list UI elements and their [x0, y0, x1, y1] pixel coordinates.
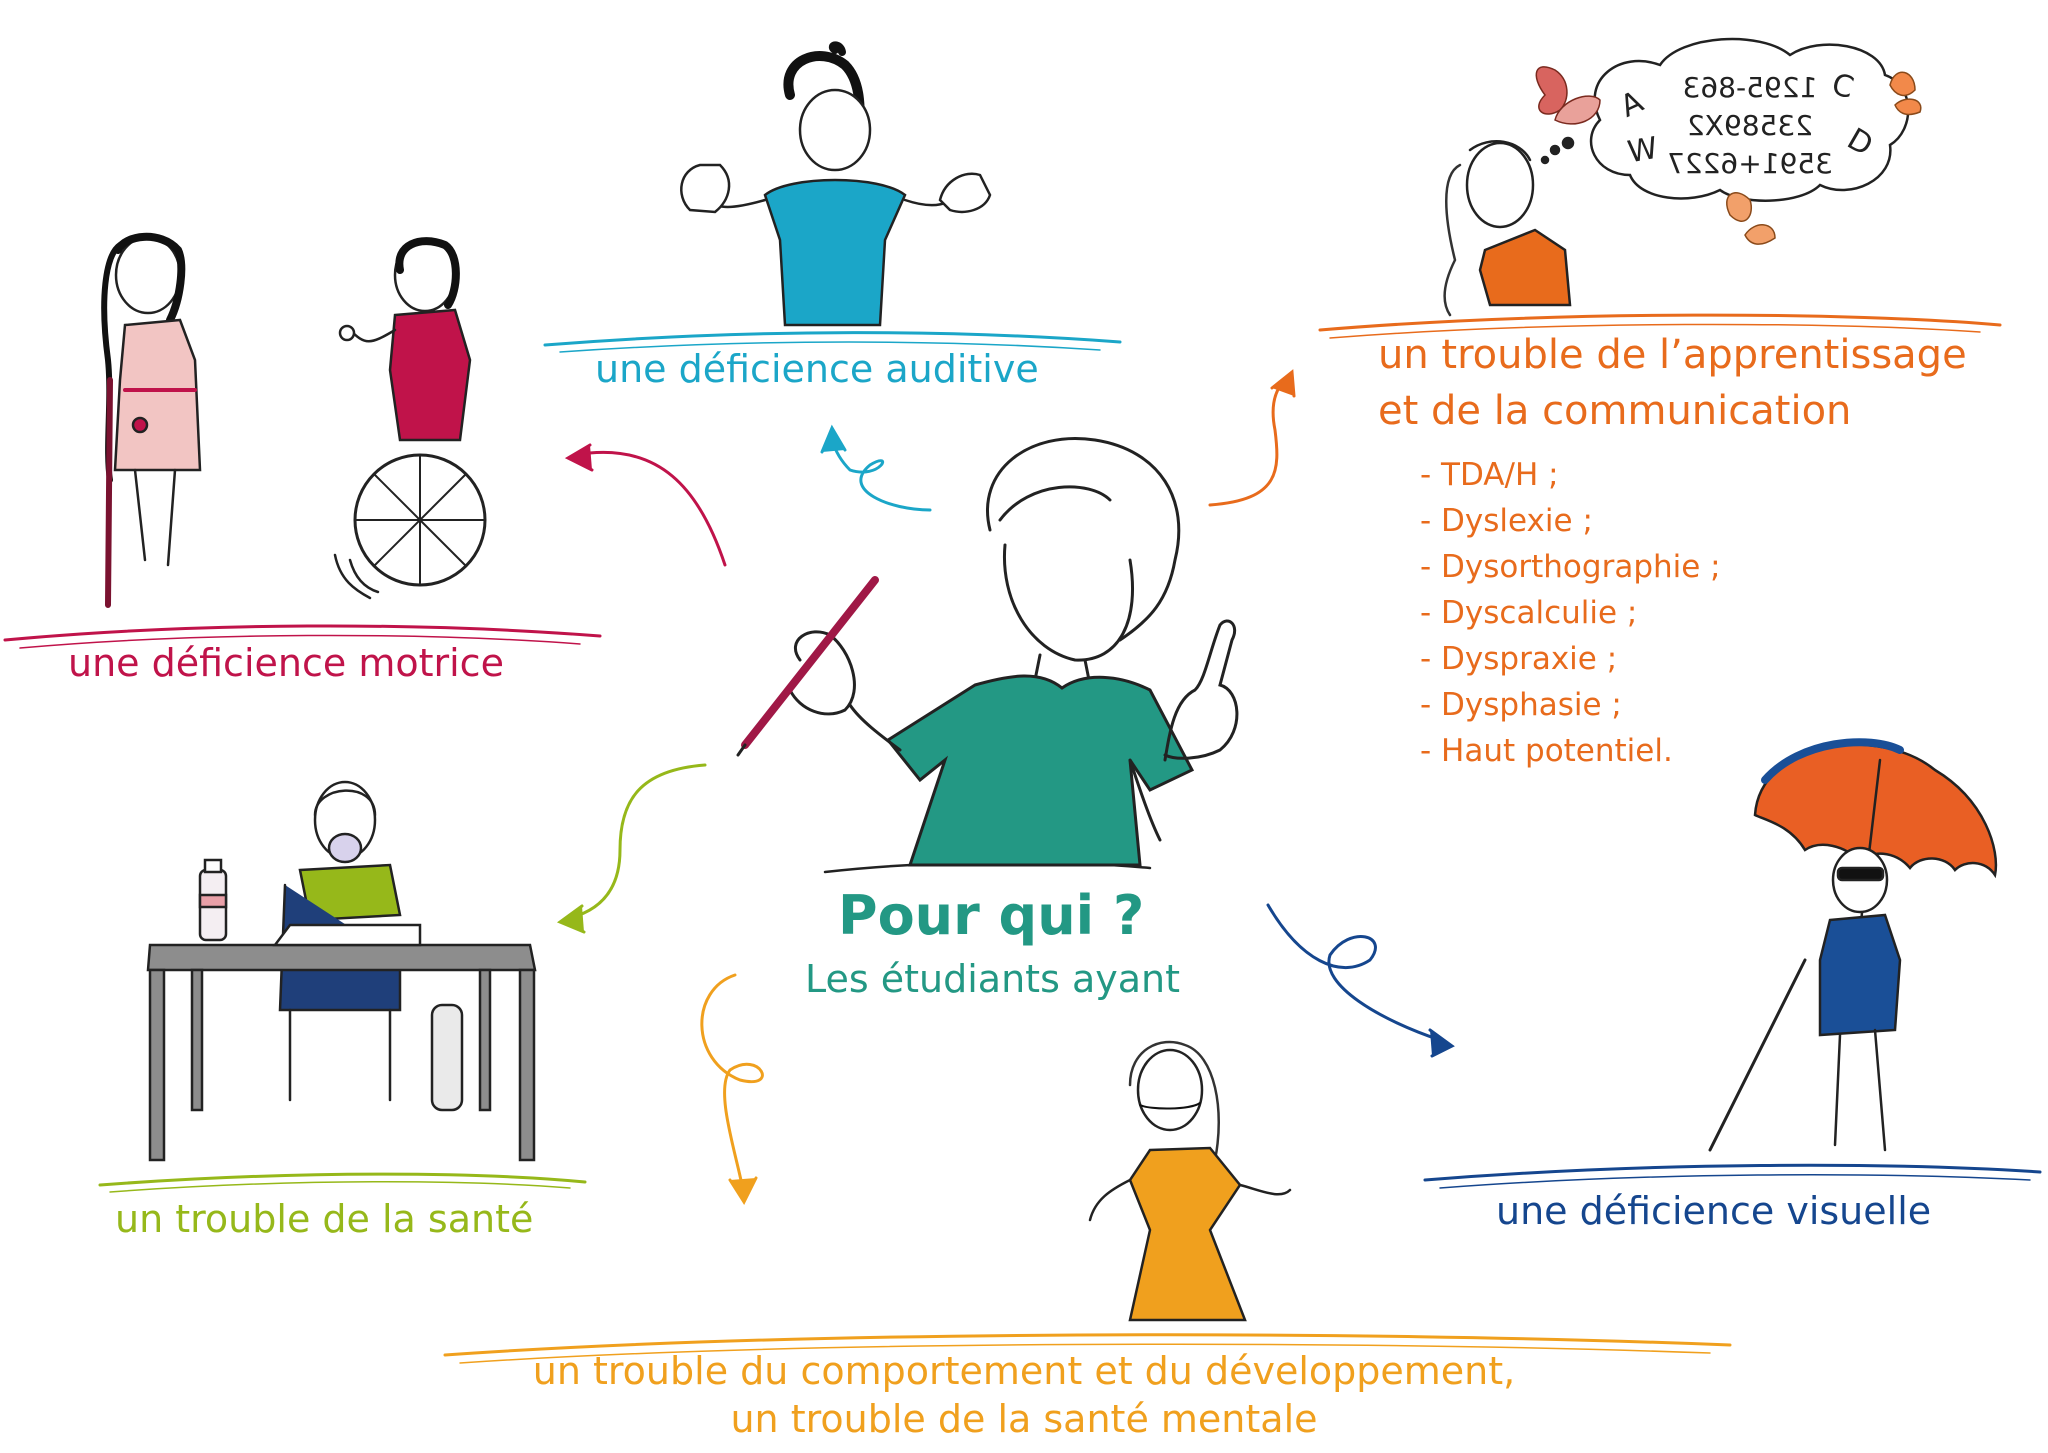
visuelle-illustration: [1708, 738, 1998, 1152]
auditive-illustration: [680, 41, 992, 327]
list-item: Dyslexie ;: [1420, 498, 1721, 544]
arrow-apprentissage: [1208, 378, 1287, 507]
bubble-line-1: 1295-863: [1682, 71, 1818, 104]
underline-sante: [98, 1172, 587, 1187]
underline-visuelle: [1423, 1163, 2042, 1182]
arrow-sante: [568, 763, 707, 920]
center-title: Pour qui ?: [838, 884, 1145, 947]
underline-motrice: [3, 624, 602, 642]
apprentissage-list: TDA/H ; Dyslexie ; Dysorthographie ; Dys…: [1420, 452, 1721, 774]
label-deficience-motrice: une déficience motrice: [68, 641, 504, 685]
list-item: TDA/H ;: [1420, 452, 1721, 498]
apprentissage-illustration: [1443, 37, 1922, 317]
list-item: Dyscalculie ;: [1420, 590, 1721, 636]
arrow-auditive: [830, 438, 932, 512]
list-item: Haut potentiel.: [1420, 728, 1721, 774]
center-subtitle: Les étudiants ayant: [805, 957, 1180, 1001]
arrow-motrice: [573, 450, 727, 567]
underline-auditive: [543, 331, 1122, 347]
label-deficience-visuelle: une déficience visuelle: [1496, 1189, 1932, 1233]
underline-comportement: [443, 1333, 1732, 1357]
label-trouble-sante: un trouble de la santé: [115, 1197, 534, 1241]
arrow-comportement: [700, 973, 764, 1187]
cane-icon: [1708, 958, 1807, 1152]
center-shirt: [885, 674, 1195, 867]
label-trouble-apprentissage-line2: et de la communication: [1378, 388, 1852, 434]
comportement-illustration: [1088, 1040, 1292, 1322]
label-trouble-apprentissage-line1: un trouble de l’apprentissage: [1378, 332, 1967, 378]
sante-illustration: [146, 780, 537, 1162]
connector-arrows: [556, 369, 1455, 1206]
center-student-illustration: [736, 437, 1239, 867]
list-item: Dysorthographie ;: [1420, 544, 1721, 590]
motrice-illustration: [101, 232, 487, 608]
label-trouble-comportement-line1: un trouble du comportement et du dévelop…: [532, 1349, 1516, 1393]
label-deficience-auditive: une déficience auditive: [595, 347, 1039, 391]
pencil-icon: [741, 576, 879, 749]
underline-apprentissage: [1318, 313, 2002, 332]
butterfly-icon: [1726, 192, 1776, 245]
list-item: Dysphasie ;: [1420, 682, 1721, 728]
list-item: Dyspraxie ;: [1420, 636, 1721, 682]
butterfly-icon: [1889, 71, 1922, 116]
label-trouble-comportement-line2: un trouble de la santé mentale: [730, 1397, 1318, 1441]
arrow-visuelle: [1266, 903, 1442, 1042]
bubble-line-2: 2358​9X2: [1686, 109, 1814, 142]
bubble-line-3: 3591+6227: [1667, 147, 1833, 180]
bubble-letter-w: W: [1625, 130, 1661, 171]
thought-bubble: [1589, 37, 1910, 202]
butterfly-icon: [1535, 66, 1601, 125]
